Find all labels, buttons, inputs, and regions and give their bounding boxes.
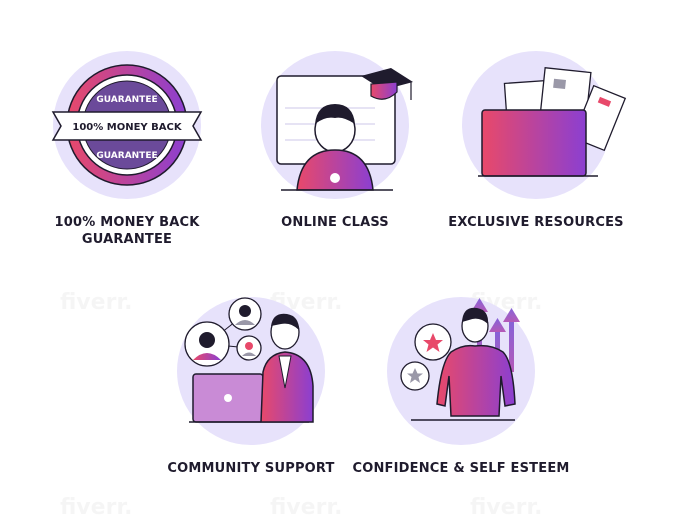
badge-arc-bottom: GUARANTEE: [96, 151, 157, 161]
folder-documents-icon: [462, 51, 627, 199]
feature-money-back: GUARANTEE GUARANTEE 100% MONEY BACK 100%…: [17, 50, 237, 260]
feature-community-support: COMMUNITY SUPPORT: [141, 296, 361, 486]
watermark: fiverr.: [270, 495, 343, 520]
feature-online-class: ONLINE CLASS: [225, 50, 445, 260]
feature-label: COMMUNITY SUPPORT: [167, 461, 335, 476]
watermark: fiverr.: [470, 495, 543, 520]
feature-exclusive-resources: EXCLUSIVE RESOURCES: [426, 50, 646, 260]
watermark: fiverr.: [60, 495, 133, 520]
badge-arc-top: GUARANTEE: [96, 95, 157, 105]
watermark: fiverr.: [60, 290, 133, 315]
feature-confidence: CONFIDENCE & SELF ESTEEM: [351, 296, 571, 486]
online-class-student-icon: [261, 51, 413, 199]
money-back-guarantee-badge-icon: GUARANTEE GUARANTEE 100% MONEY BACK: [51, 51, 203, 199]
feature-label: 100% MONEY BACK GUARANTEE: [54, 215, 200, 247]
confidence-person-icon: [387, 297, 535, 445]
feature-label: ONLINE CLASS: [281, 215, 389, 230]
community-support-icon: [177, 297, 325, 445]
badge-ribbon-text: 100% MONEY BACK: [72, 122, 182, 133]
feature-label: CONFIDENCE & SELF ESTEEM: [352, 461, 570, 476]
feature-label: EXCLUSIVE RESOURCES: [448, 215, 624, 230]
